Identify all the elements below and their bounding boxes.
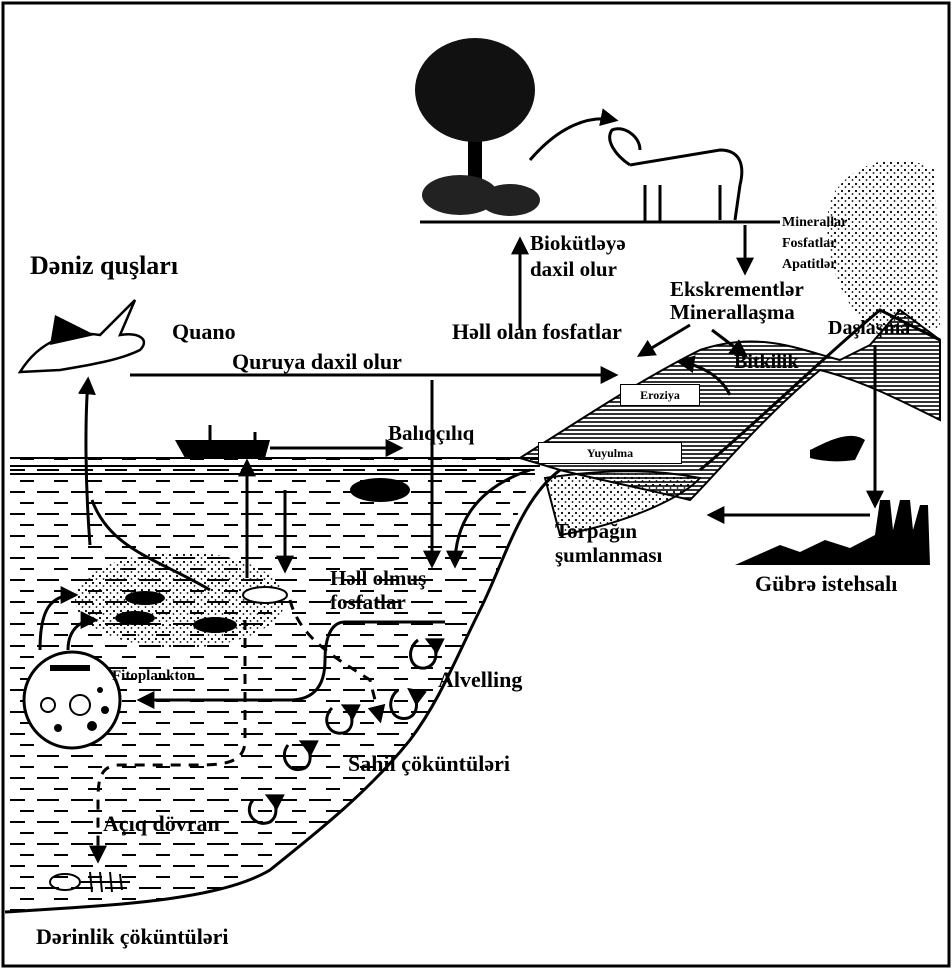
label-coastal-sediments: Sahil çöküntüləri xyxy=(348,752,510,776)
label-dissolved-2: fosfatlar xyxy=(330,591,406,614)
label-biomass-2: daxil olur xyxy=(530,258,617,281)
label-soluble-phosphates: Həll olan fosfatlar xyxy=(452,320,622,344)
label-excrements: Ekskrementlər xyxy=(670,278,804,301)
fishing-net-icon xyxy=(350,478,410,502)
label-mineralization: Minerallaşma xyxy=(670,301,795,324)
label-fishing: Balıqçılıq xyxy=(388,422,474,445)
label-sea-birds: Dəniz quşları xyxy=(30,252,178,280)
label-apatites: Apatitlər xyxy=(782,257,836,272)
factory-icon xyxy=(735,500,930,565)
label-soil-1: Torpağın xyxy=(555,520,637,543)
skull-icon xyxy=(810,436,865,461)
label-phytoplankton: Fitoplankton xyxy=(112,668,195,684)
label-guano: Quano xyxy=(172,320,236,344)
label-phosphates: Fosfatlar xyxy=(782,236,836,251)
label-erosion: Eroziya xyxy=(620,384,700,406)
tree-icon xyxy=(415,38,540,216)
label-dissolved-1: Həll olmuş xyxy=(330,567,426,590)
label-minerals: Minerallar xyxy=(782,215,847,230)
phytoplankton-icon xyxy=(24,652,120,748)
cow-icon xyxy=(610,129,742,222)
label-deep-sediments: Dərinlik çöküntüləri xyxy=(36,925,229,949)
label-upwelling: Alvelling xyxy=(438,668,522,692)
label-soil-2: şumlanması xyxy=(555,544,662,567)
label-open-cycle: Açıq dövran xyxy=(103,812,220,836)
label-fertilizer: Gübrə istehsalı xyxy=(755,572,897,596)
ship-icon xyxy=(175,425,270,458)
label-biomass-1: Biokütləyə xyxy=(530,232,626,255)
label-weathering: Daşlaşma xyxy=(828,318,910,340)
seabird-icon xyxy=(20,300,144,372)
label-to-land: Quruya daxil olur xyxy=(232,350,402,374)
label-washing: Yuyulma xyxy=(538,442,682,464)
label-vegetation: Bitkilik xyxy=(734,352,798,374)
volcano-plume xyxy=(827,160,940,330)
